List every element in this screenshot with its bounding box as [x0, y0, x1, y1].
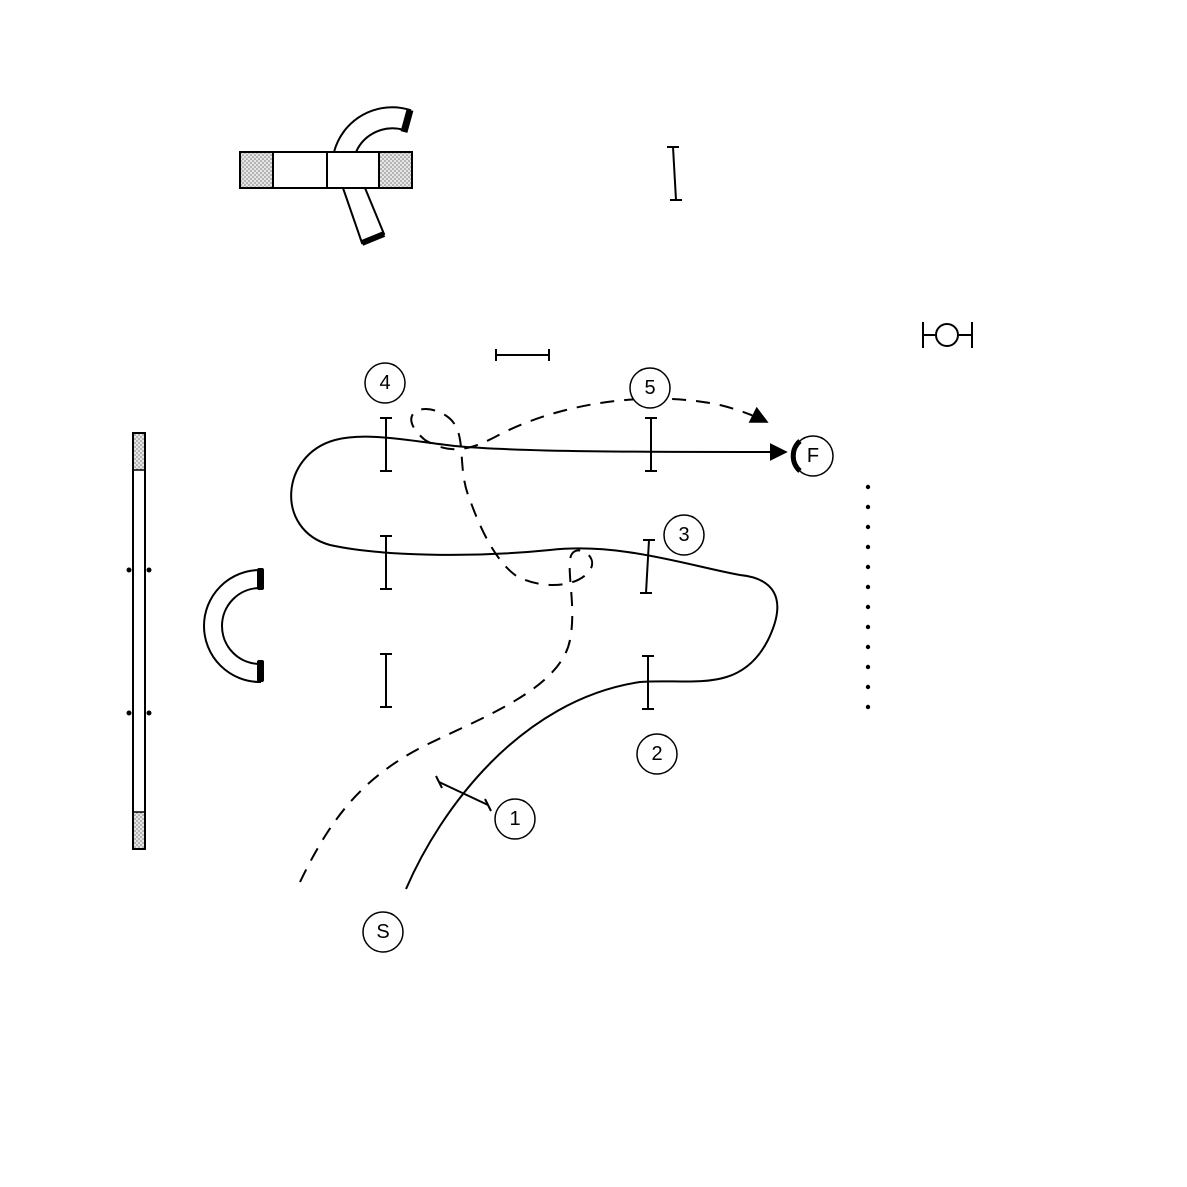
tunnel-under-aframe-obstacle	[239, 106, 414, 246]
jump-left-row1	[380, 417, 392, 472]
weave-pole	[865, 584, 871, 590]
curved-tunnel-obstacle	[203, 568, 264, 684]
dogwalk-obstacle	[126, 432, 152, 850]
marker-1-label: 1	[509, 808, 520, 830]
jump-right-row2	[640, 539, 655, 594]
weave-pole	[865, 564, 871, 570]
jump-right-row1	[645, 417, 657, 472]
weave-poles-obstacle	[865, 484, 871, 710]
marker-5-label: 5	[644, 377, 655, 399]
weave-pole	[865, 684, 871, 690]
marker-4-label: 4	[379, 372, 390, 394]
jump-top-center	[667, 146, 682, 201]
marker-3-label: 3	[678, 524, 689, 546]
jump-horizontal-upper	[495, 349, 550, 361]
weave-pole	[865, 624, 871, 630]
dog-path	[290, 435, 788, 890]
jump-left-row3	[380, 653, 392, 708]
handler-path	[299, 397, 769, 883]
weave-pole	[865, 504, 871, 510]
weave-pole	[865, 704, 871, 710]
marker-2: 2	[636, 733, 678, 775]
weave-pole	[865, 524, 871, 530]
weave-pole	[865, 484, 871, 490]
weave-pole	[865, 664, 871, 670]
marker-5: 5	[629, 367, 671, 409]
tire-jump-obstacle	[922, 322, 973, 348]
marker-finish: F	[790, 435, 834, 477]
marker-start: S	[362, 911, 404, 953]
marker-finish-label: F	[807, 445, 819, 467]
weave-pole	[865, 644, 871, 650]
marker-2-label: 2	[651, 743, 662, 765]
weave-pole	[865, 604, 871, 610]
weave-pole	[865, 544, 871, 550]
marker-4: 4	[364, 362, 406, 404]
jump-left-row2	[380, 535, 392, 590]
marker-1: 1	[494, 798, 536, 840]
marker-start-label: S	[376, 921, 389, 943]
marker-3: 3	[663, 514, 705, 556]
